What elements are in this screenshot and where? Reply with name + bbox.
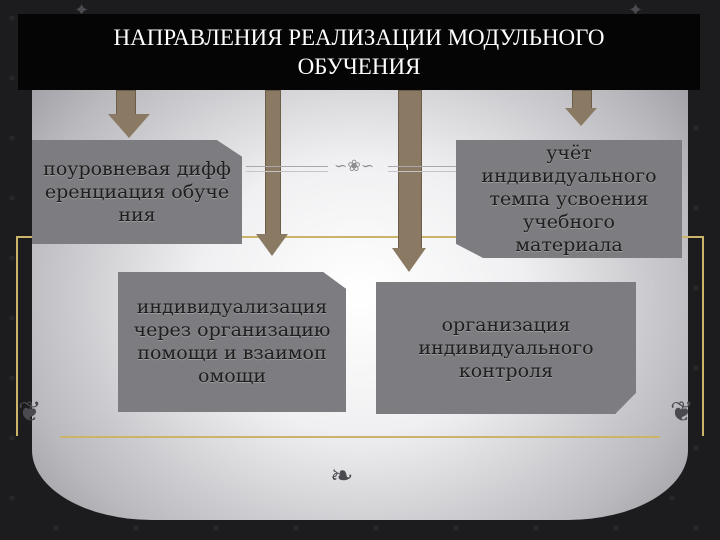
box-individual-control: организация индивидуального контроля [376,282,636,414]
title-bar: НАПРАВЛЕНИЯ РЕАЛИЗАЦИИ МОДУЛЬНОГО ОБУЧЕН… [18,14,700,90]
frame-line-right [702,236,704,436]
box-level-differentiation: поуровневая дифференциация обучения [32,140,242,244]
frame-line-bottom [60,436,660,438]
box-individual-tempo: учёт индивидуального темпа усвоения учеб… [456,140,682,258]
page-title: НАПРАВЛЕНИЯ РЕАЛИЗАЦИИ МОДУЛЬНОГО ОБУЧЕН… [113,25,605,79]
frame-line-left [16,236,18,436]
ornament-bottom-left: ❦ [18,395,42,428]
divider-right [388,166,456,167]
swirl-ornament: ∽❀∽ [334,156,375,175]
ornament-bottom-right: ❦ [670,395,694,428]
divider-left-2 [246,171,328,172]
ornament-bottom-center: ❧ [330,459,354,492]
divider-right-2 [388,171,456,172]
divider-left [246,166,328,167]
frame-line-top [16,236,702,238]
box-individualization: индивидуализация через организацию помощ… [118,272,346,412]
